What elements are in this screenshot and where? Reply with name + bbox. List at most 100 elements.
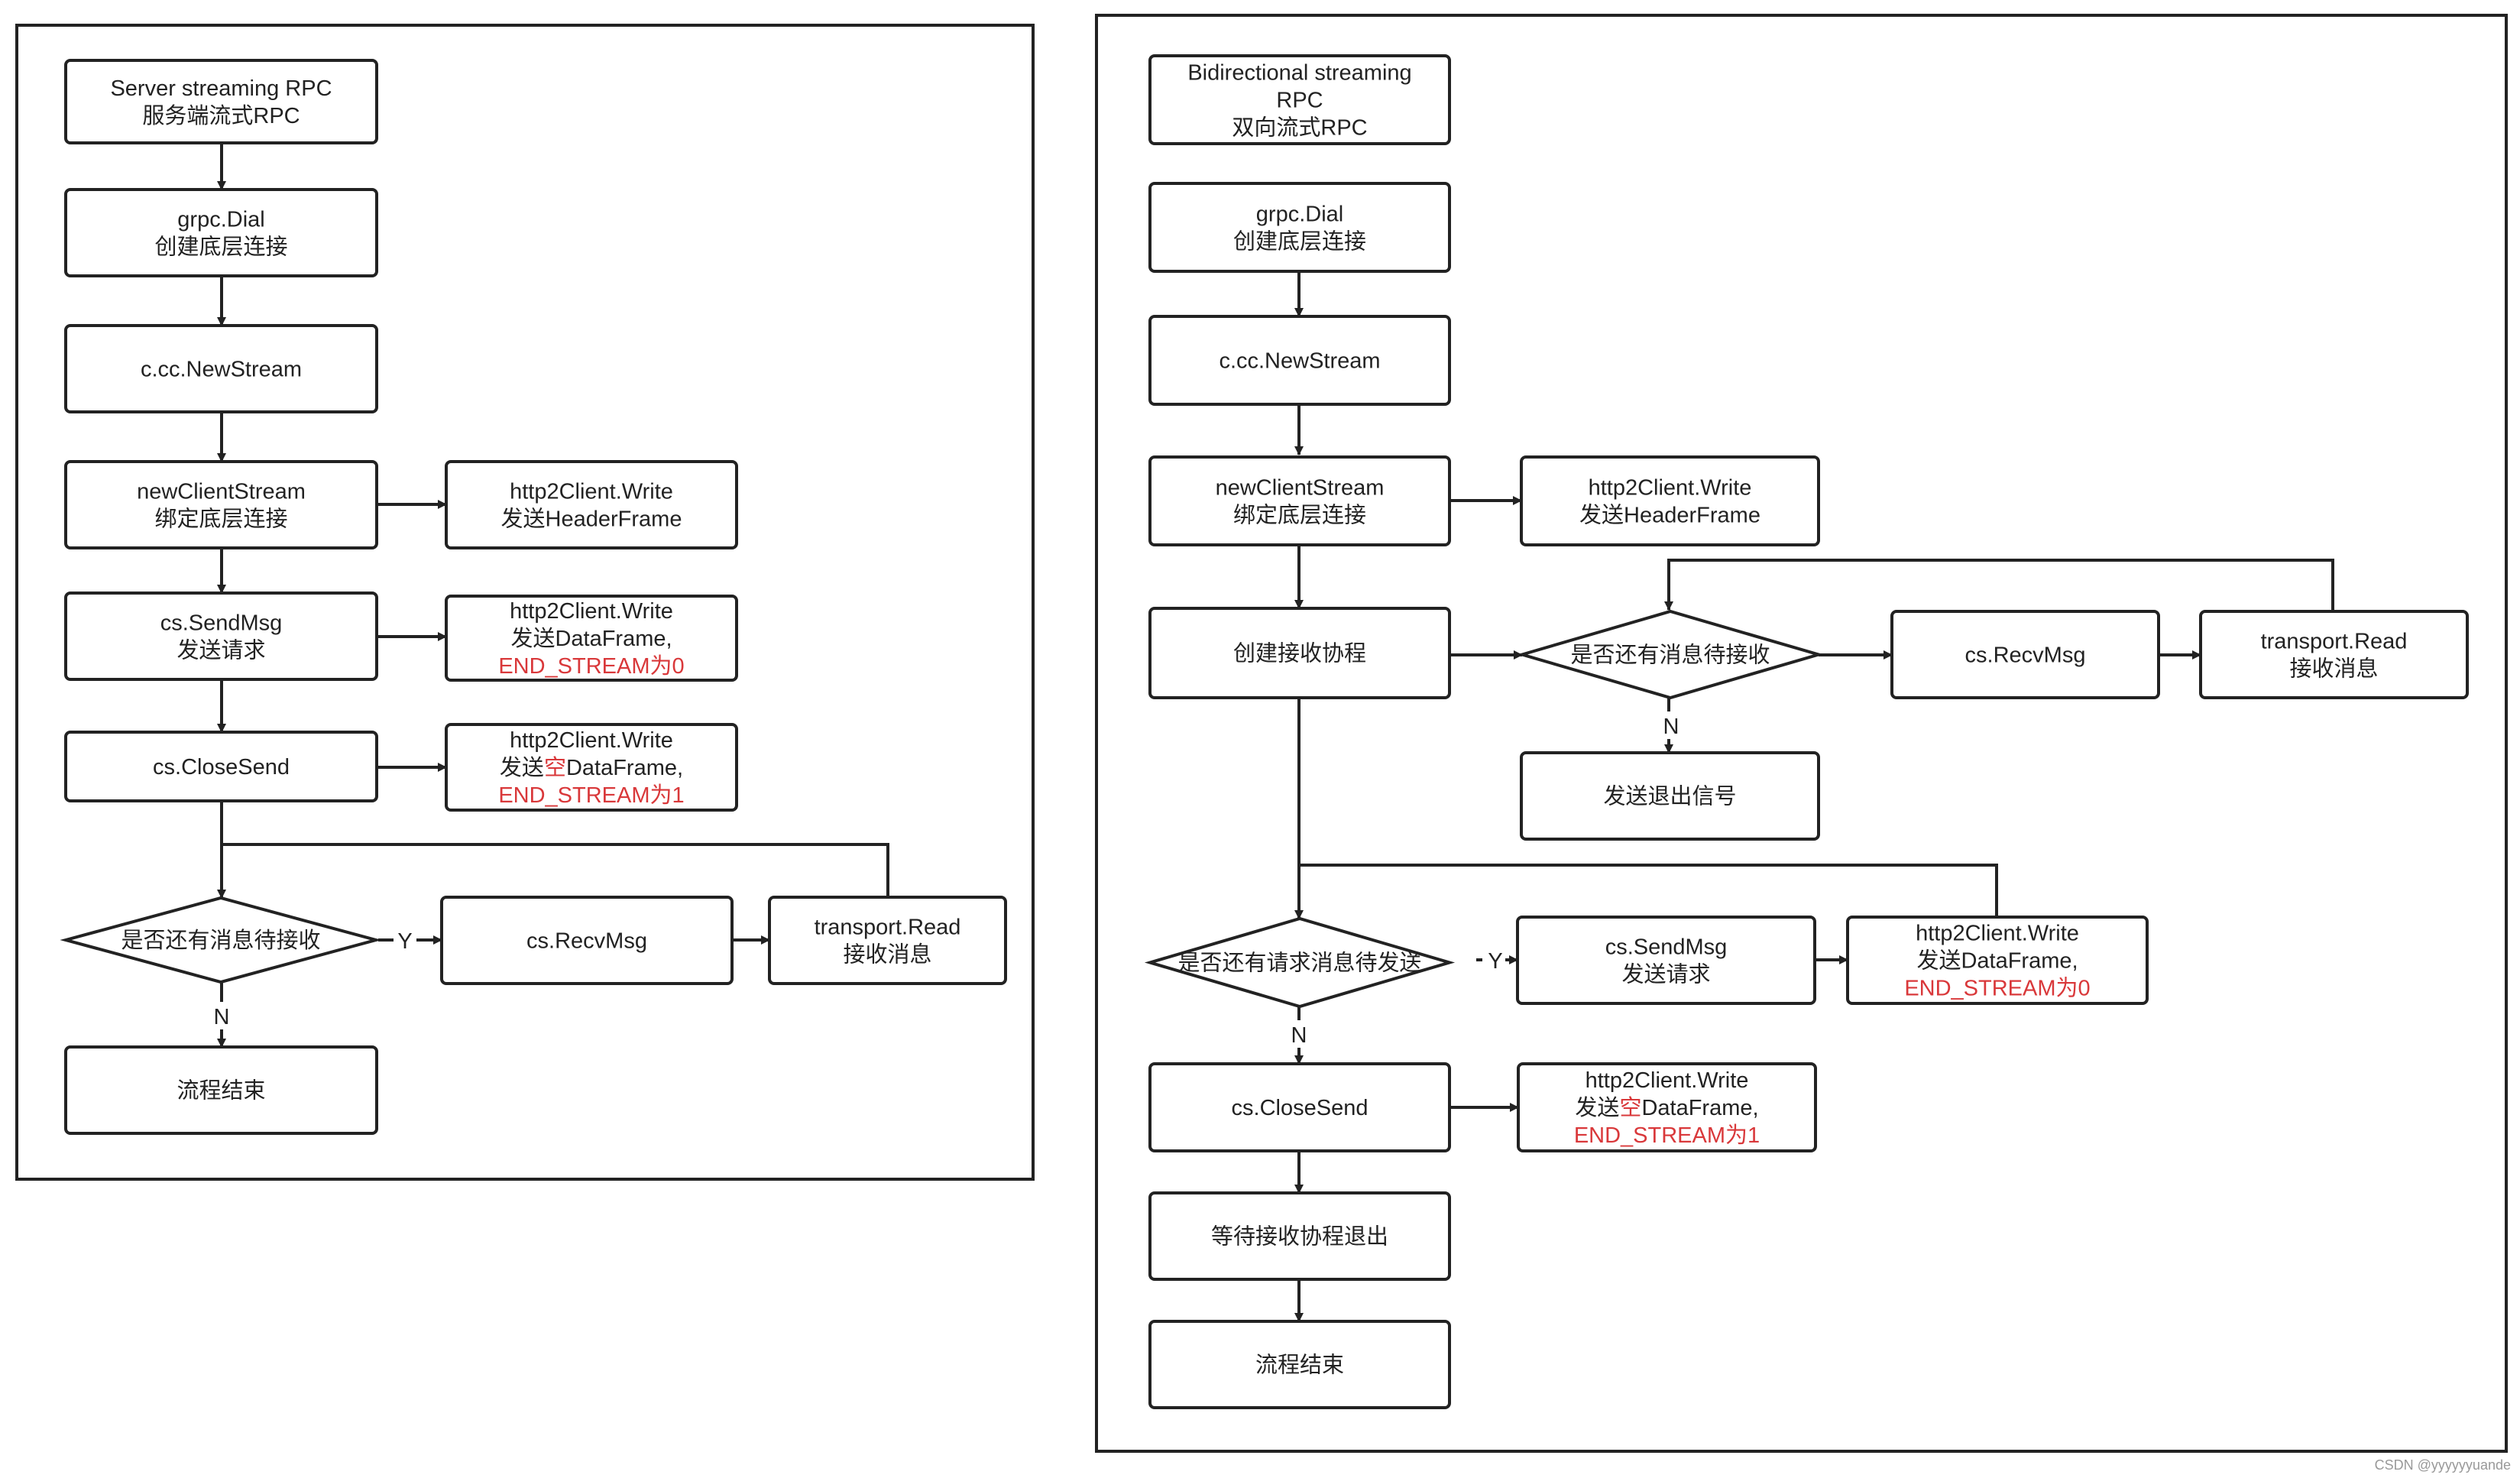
node-shape <box>1144 916 1456 1009</box>
node-label: cs.CloseSend <box>153 755 290 780</box>
node-label: 绑定底层连接 <box>1233 503 1366 528</box>
node-label: http2Client.Write <box>1916 922 2079 946</box>
process-box-r-end: 流程结束 <box>1148 1320 1451 1409</box>
node-shape <box>64 460 378 549</box>
node-label: Bidirectional streaming <box>1187 61 1411 86</box>
no-branch-left: N <box>210 1002 233 1029</box>
node-label: 发送HeaderFrame <box>501 507 682 532</box>
node-label: http2Client.Write <box>510 480 673 504</box>
node-shape <box>445 595 738 682</box>
node-shape <box>1890 610 2160 699</box>
node-shape <box>1516 916 1816 1005</box>
node-shape <box>440 896 734 985</box>
node-shape <box>445 723 738 812</box>
node-label: 发送请求 <box>1621 962 1710 987</box>
process-box-l-newstream: c.cc.NewStream <box>64 324 378 413</box>
node-shape <box>64 324 378 413</box>
process-box-l-ncs: newClientStream 绑定底层连接 <box>64 460 378 549</box>
node-label: 发送空DataFrame, <box>1575 1095 1758 1120</box>
left-panel-frame <box>15 24 1035 1181</box>
right-panel-frame <box>1095 14 2508 1453</box>
node-label: 发送请求 <box>177 638 265 663</box>
connector-lines <box>217 144 2334 1322</box>
process-box-r-exitsig: 发送退出信号 <box>1520 751 1820 841</box>
node-label: 接收消息 <box>2289 656 2378 682</box>
process-box-r-newstream: c.cc.NewStream <box>1148 315 1451 406</box>
node-label: c.cc.NewStream <box>1219 349 1380 374</box>
process-box-l-end: 流程结束 <box>64 1045 378 1135</box>
node-label: 发送DataFrame, <box>510 626 672 651</box>
node-shape <box>1148 315 1451 406</box>
node-label: 是否还有请求消息待发送 <box>1177 951 1421 976</box>
decision-l-dec: 是否还有消息待接收 <box>60 896 382 984</box>
no-label: N <box>214 1005 230 1029</box>
watermark: CSDN @yyyyyyuande <box>2374 1457 2511 1473</box>
node-shape <box>1517 1062 1817 1152</box>
node-label: 绑定底层连接 <box>154 507 287 532</box>
node-label: 创建底层连接 <box>154 235 287 260</box>
node-label: RPC <box>1276 89 1323 113</box>
no-branch-right-dec1: N <box>1657 711 1680 739</box>
node-label: cs.RecvMsg <box>526 929 647 954</box>
node-label: Server streaming RPC <box>110 76 332 101</box>
process-box-l-hdr: http2Client.Write 发送HeaderFrame <box>445 460 738 549</box>
node-label: END_STREAM为0 <box>498 653 684 679</box>
node-label: 流程结束 <box>1255 1353 1344 1378</box>
node-label: c.cc.NewStream <box>141 358 302 382</box>
node-label: http2Client.Write <box>510 599 673 624</box>
node-label: cs.CloseSend <box>1232 1096 1369 1120</box>
node-shape <box>1148 1062 1451 1152</box>
node-label: 双向流式RPC <box>1232 115 1367 141</box>
node-label: 等待接收协程退出 <box>1211 1224 1388 1249</box>
node-label: http2Client.Write <box>1589 476 1752 501</box>
node-shape <box>445 460 738 549</box>
node-label: 发送DataFrame, <box>1916 948 2078 974</box>
node-label: cs.SendMsg <box>1605 935 1728 960</box>
process-box-r-close: cs.CloseSend <box>1148 1062 1451 1152</box>
node-shape <box>1520 751 1820 841</box>
node-label: 创建接收协程 <box>1233 641 1366 666</box>
yes-branch-left: Y <box>378 926 442 954</box>
node-label: 是否还有消息待接收 <box>1570 643 1770 668</box>
node-shape <box>1520 455 1820 546</box>
node-label: cs.SendMsg <box>160 611 283 636</box>
node-shape <box>1846 916 2149 1005</box>
process-box-r-goroutine: 创建接收协程 <box>1148 607 1451 699</box>
yes-label: Y <box>397 929 412 954</box>
yes-label: Y <box>1488 949 1502 974</box>
node-shape <box>64 731 378 802</box>
process-box-l-recv: cs.RecvMsg <box>440 896 734 985</box>
node-label: newClientStream <box>137 480 306 504</box>
node-shape <box>64 592 378 681</box>
node-shape <box>768 896 1007 985</box>
node-shape <box>1148 1320 1451 1409</box>
node-label: 流程结束 <box>177 1078 265 1104</box>
node-shape <box>1148 54 1451 145</box>
node-shape <box>64 59 378 144</box>
yes-branch-right: Y <box>1476 946 1518 974</box>
node-label: 服务端流式RPC <box>142 103 300 128</box>
process-box-l-data: http2Client.Write发送DataFrame,END_STREAM为… <box>445 595 738 682</box>
node-label: 接收消息 <box>843 942 931 968</box>
node-label: grpc.Dial <box>177 208 264 232</box>
node-label: END_STREAM为1 <box>498 783 684 808</box>
node-label: transport.Read <box>815 916 961 940</box>
no-label: N <box>1663 715 1679 739</box>
decision-r-dec2: 是否还有请求消息待发送 <box>1144 916 1456 1009</box>
no-label: N <box>1291 1023 1307 1048</box>
process-box-r-data: http2Client.Write发送DataFrame,END_STREAM为… <box>1846 916 2149 1005</box>
node-shape <box>64 188 378 277</box>
node-shape <box>1148 182 1451 273</box>
process-box-r-wait: 等待接收协程退出 <box>1148 1191 1451 1281</box>
node-shape <box>1148 607 1451 699</box>
process-box-r-recv: cs.RecvMsg <box>1890 610 2160 699</box>
